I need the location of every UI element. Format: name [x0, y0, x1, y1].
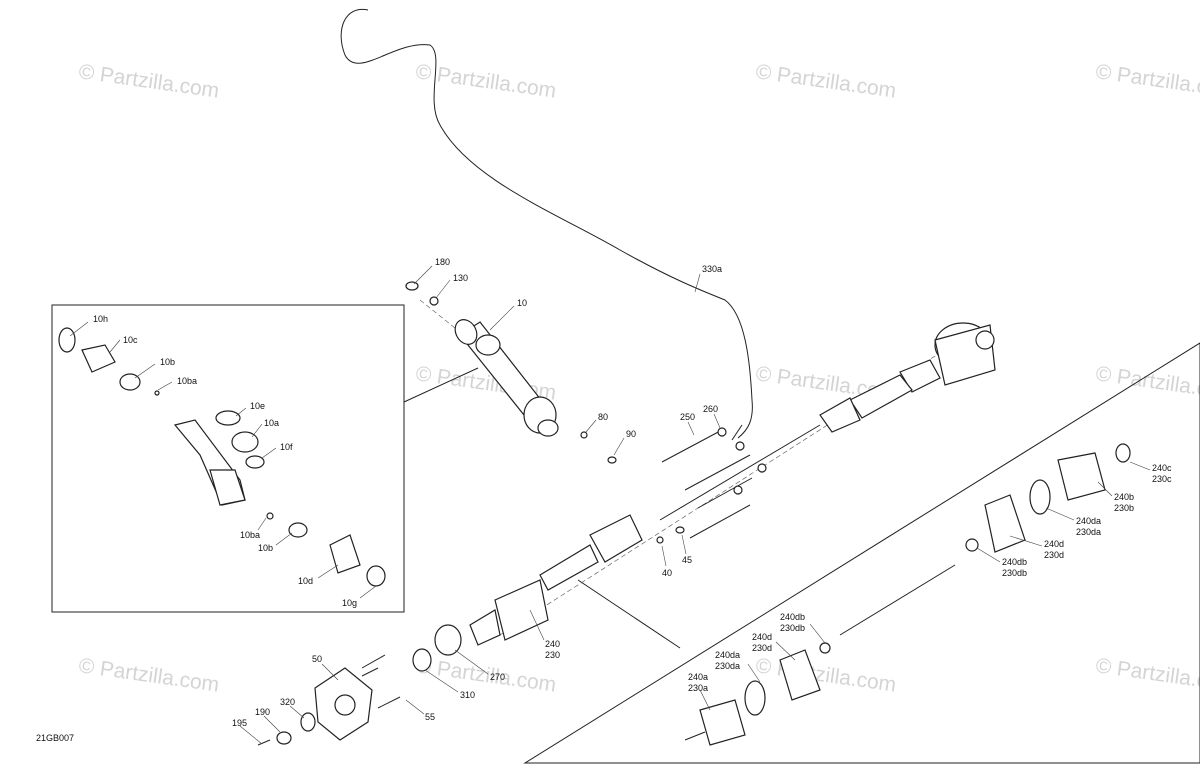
callout-320: 320 [280, 697, 295, 707]
cotter-pin-195 [257, 739, 271, 746]
watermark: © Partzilla.com [754, 654, 897, 696]
bolt-80 [580, 431, 588, 439]
washer-180 [405, 281, 419, 291]
inset-frame-propshaft [51, 304, 405, 613]
cable-330a-end [731, 424, 743, 441]
callout-130: 130 [453, 273, 468, 283]
bolt-40 [656, 536, 664, 544]
cable-330a [340, 8, 753, 439]
watermark: © Partzilla.com [754, 60, 897, 102]
callout-10g: 10g [342, 598, 357, 608]
callout-240c: 240c [1152, 463, 1172, 473]
callout-10e: 10e [250, 401, 265, 411]
watermark: © Partzilla.com [414, 654, 557, 696]
callout-180: 180 [435, 257, 450, 267]
callout-10a: 10a [264, 418, 279, 428]
callout-10h: 10h [93, 314, 108, 324]
callout-330a: 330a [702, 264, 722, 274]
inset-connector-line [403, 367, 479, 403]
callout-45: 45 [682, 555, 692, 565]
callout-230d: 230d [752, 643, 772, 653]
callout-labels: 10h 10c 10b 10ba 10e 10a 10f 10ba 10b 10… [36, 257, 1172, 743]
callout-230b: 230b [1114, 503, 1134, 513]
circlip-310 [412, 648, 432, 672]
watermark: © Partzilla.com [77, 654, 220, 696]
callout-240da: 240da [715, 650, 740, 660]
callout-195: 195 [232, 718, 247, 728]
callout-240db: 240db [780, 612, 805, 622]
diagram-code: 21GB007 [36, 733, 74, 743]
differential-housing [899, 322, 996, 393]
propshaft-assembly [454, 319, 559, 437]
nut-130 [429, 296, 439, 306]
inset-connector-line [577, 579, 681, 649]
washer-320 [300, 712, 316, 732]
callout-270: 270 [490, 672, 505, 682]
callout-310: 310 [460, 690, 475, 700]
nut-190 [276, 731, 292, 745]
callout-10: 10 [517, 298, 527, 308]
callout-240d: 240d [752, 632, 772, 642]
callout-55: 55 [425, 712, 435, 722]
callout-80: 80 [598, 412, 608, 422]
wheel-hub-50 [314, 654, 401, 741]
callout-10d: 10d [298, 576, 313, 586]
callout-240: 240 [545, 639, 560, 649]
callout-90: 90 [626, 429, 636, 439]
callout-250: 250 [680, 412, 695, 422]
callout-230: 230 [545, 650, 560, 660]
watermark: © Partzilla.com [77, 60, 220, 102]
callout-240db: 240db [1002, 557, 1027, 567]
washer-90 [607, 456, 617, 464]
callout-40: 40 [662, 568, 672, 578]
callout-230d: 230d [1044, 550, 1064, 560]
assembly-axis [499, 339, 961, 636]
bolts-250 [661, 429, 753, 539]
watermark: © Partzilla.com [1094, 654, 1200, 696]
callout-10f: 10f [280, 442, 293, 452]
washer-45 [675, 526, 685, 534]
nuts-260 [717, 427, 767, 495]
callout-10b: 10b [258, 543, 273, 553]
callout-10c: 10c [123, 335, 138, 345]
watermark-layer: © Partzilla.com © Partzilla.com © Partzi… [77, 60, 1200, 696]
callout-240a: 240a [688, 672, 708, 682]
inset-propshaft-parts [58, 327, 386, 587]
callout-240d: 240d [1044, 539, 1064, 549]
callout-230c: 230c [1152, 474, 1172, 484]
inset-frame-driveshaft [523, 342, 1200, 764]
assembly-axis-upper [419, 299, 471, 341]
watermark: © Partzilla.com [1094, 362, 1200, 404]
callout-230a: 230a [688, 683, 708, 693]
bearing-270 [434, 624, 462, 656]
callout-240b: 240b [1114, 492, 1134, 502]
callout-50: 50 [312, 654, 322, 664]
driveshaft-240 [469, 374, 913, 646]
callout-10b: 10b [160, 357, 175, 367]
callout-10ba: 10ba [240, 530, 260, 540]
leader-lines [69, 265, 1151, 745]
callout-230da: 230da [715, 661, 740, 671]
watermark: © Partzilla.com [1094, 60, 1200, 102]
inset-driveshaft-parts [684, 443, 1131, 746]
callout-230db: 230db [1002, 568, 1027, 578]
callout-10ba: 10ba [177, 376, 197, 386]
callout-240da: 240da [1076, 516, 1101, 526]
callout-230da: 230da [1076, 527, 1101, 537]
callout-190: 190 [255, 707, 270, 717]
callout-260: 260 [703, 404, 718, 414]
callout-230db: 230db [780, 623, 805, 633]
